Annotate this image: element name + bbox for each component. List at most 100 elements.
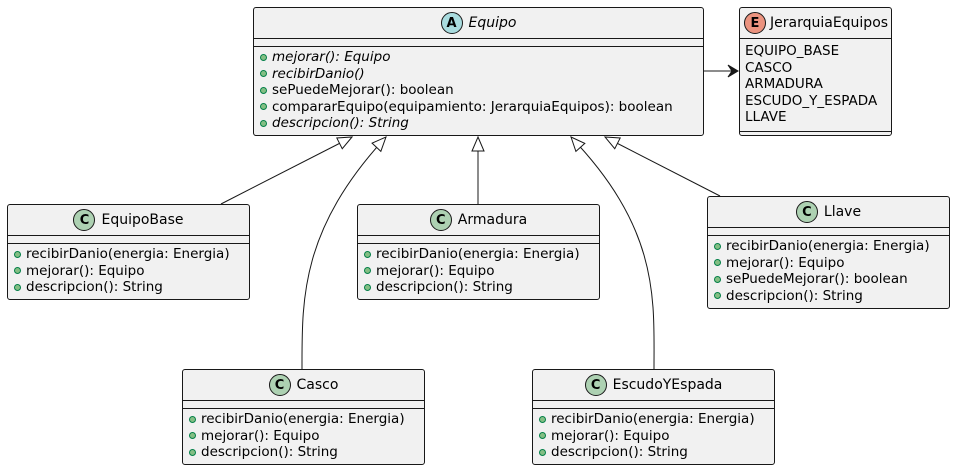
- class-casco[interactable]: C Casco recibirDanio(energia: Energia) m…: [182, 369, 425, 465]
- method: mejorar(): Equipo: [714, 255, 949, 272]
- method: recibirDanio(energia: Energia): [714, 238, 949, 255]
- class-header: C Casco: [183, 370, 424, 400]
- method: mejorar(): Equipo: [539, 428, 774, 445]
- method-list: recibirDanio(energia: Energia) mejorar()…: [533, 409, 774, 463]
- separator: [740, 38, 891, 39]
- public-visibility-icon: [260, 86, 267, 94]
- method: mejorar(): Equipo: [189, 428, 424, 445]
- enum-jerarquia-equipos[interactable]: E JerarquiaEquipos EQUIPO_BASE CASCO ARM…: [739, 7, 892, 136]
- public-visibility-icon: [364, 250, 371, 258]
- enum-literal: LLAVE: [745, 109, 787, 126]
- method: recibirDanio(energia: Energia): [539, 411, 774, 428]
- enum-literal: CASCO: [745, 59, 793, 76]
- enum-literal: ESCUDO_Y_ESPADA: [745, 92, 878, 109]
- class-name: EquipoBase: [101, 212, 184, 228]
- inheritance-edge-casco: [301, 136, 387, 370]
- method: descripcion(): String: [539, 444, 774, 461]
- separator: [183, 400, 424, 401]
- method: descripcion(): String: [260, 115, 703, 132]
- class-icon: C: [268, 374, 291, 396]
- class-name: Equipo: [468, 15, 517, 31]
- public-visibility-icon: [14, 283, 21, 291]
- class-header: C Llave: [708, 197, 949, 227]
- method-list: recibirDanio(energia: Energia) mejorar()…: [708, 236, 949, 306]
- method-list: recibirDanio(energia: Energia) mejorar()…: [358, 244, 599, 298]
- method: descripcion(): String: [14, 279, 249, 296]
- public-visibility-icon: [714, 242, 721, 250]
- inheritance-edge-escudo: [570, 136, 655, 370]
- association-arrowhead: [727, 64, 739, 78]
- inheritance-arrowhead: [471, 135, 485, 152]
- class-icon: C: [584, 374, 607, 396]
- enum-literal-list: EQUIPO_BASE CASCO ARMADURA ESCUDO_Y_ESPA…: [740, 39, 891, 129]
- abstract-class-icon: A: [440, 12, 463, 34]
- class-armadura[interactable]: C Armadura recibirDanio(energia: Energia…: [357, 204, 600, 300]
- separator: [254, 38, 703, 39]
- method-list: recibirDanio(energia: Energia) mejorar()…: [8, 244, 249, 298]
- public-visibility-icon: [714, 292, 721, 300]
- method: mejorar(): Equipo: [260, 49, 703, 66]
- public-visibility-icon: [714, 259, 721, 267]
- method: descripcion(): String: [364, 279, 599, 296]
- public-visibility-icon: [260, 103, 267, 111]
- separator: [533, 408, 774, 409]
- method: compararEquipo(equipamiento: JerarquiaEq…: [260, 99, 703, 116]
- method-list: recibirDanio(energia: Energia) mejorar()…: [183, 409, 424, 463]
- class-llave[interactable]: C Llave recibirDanio(energia: Energia) m…: [707, 196, 950, 309]
- class-name: EscudoYEspada: [612, 377, 723, 393]
- class-header: C Armadura: [358, 205, 599, 235]
- public-visibility-icon: [364, 283, 371, 291]
- inheritance-arrowhead: [371, 136, 387, 153]
- class-header: C EquipoBase: [8, 205, 249, 235]
- class-icon: C: [795, 201, 818, 223]
- class-equipo-base[interactable]: C EquipoBase recibirDanio(energia: Energ…: [7, 204, 250, 300]
- method: recibirDanio(): [260, 66, 703, 83]
- public-visibility-icon: [14, 250, 21, 258]
- method: mejorar(): Equipo: [14, 263, 249, 280]
- public-visibility-icon: [539, 448, 546, 456]
- inheritance-arrowhead: [570, 136, 586, 153]
- class-name: Casco: [296, 377, 339, 393]
- inheritance-edge-llave: [604, 136, 721, 197]
- separator: [254, 46, 703, 47]
- method: recibirDanio(energia: Energia): [189, 411, 424, 428]
- public-visibility-icon: [260, 53, 267, 61]
- method-list: mejorar(): Equipo recibirDanio() sePuede…: [254, 47, 703, 134]
- separator: [8, 235, 249, 236]
- enum-literal: EQUIPO_BASE: [745, 43, 840, 60]
- class-icon: C: [73, 209, 96, 231]
- method: descripcion(): String: [189, 444, 424, 461]
- inheritance-edge-equipobase: [220, 136, 353, 205]
- method: recibirDanio(energia: Energia): [14, 246, 249, 263]
- enum-literal: ARMADURA: [745, 76, 823, 93]
- method: sePuedeMejorar(): boolean: [260, 82, 703, 99]
- class-equipo[interactable]: A Equipo mejorar(): Equipo recibirDanio(…: [253, 7, 704, 136]
- public-visibility-icon: [364, 267, 371, 275]
- separator: [358, 235, 599, 236]
- public-visibility-icon: [189, 432, 196, 440]
- public-visibility-icon: [260, 119, 267, 127]
- method: mejorar(): Equipo: [364, 263, 599, 280]
- public-visibility-icon: [539, 432, 546, 440]
- separator: [708, 235, 949, 236]
- public-visibility-icon: [714, 275, 721, 283]
- class-header: A Equipo: [254, 8, 703, 38]
- separator: [8, 243, 249, 244]
- public-visibility-icon: [189, 448, 196, 456]
- separator: [358, 243, 599, 244]
- separator: [740, 130, 891, 132]
- inheritance-arrowhead: [603, 136, 621, 150]
- enum-name: JerarquiaEquipos: [770, 15, 889, 31]
- public-visibility-icon: [14, 267, 21, 275]
- enum-icon: E: [744, 12, 766, 34]
- class-escudo-y-espada[interactable]: C EscudoYEspada recibirDanio(energia: En…: [532, 369, 775, 465]
- class-header: E JerarquiaEquipos: [740, 8, 891, 38]
- class-header: C EscudoYEspada: [533, 370, 774, 400]
- public-visibility-icon: [189, 415, 196, 423]
- method: descripcion(): String: [714, 288, 949, 305]
- method: recibirDanio(energia: Energia): [364, 246, 599, 263]
- separator: [708, 227, 949, 228]
- class-name: Llave: [823, 204, 862, 220]
- inheritance-arrowhead: [336, 136, 354, 150]
